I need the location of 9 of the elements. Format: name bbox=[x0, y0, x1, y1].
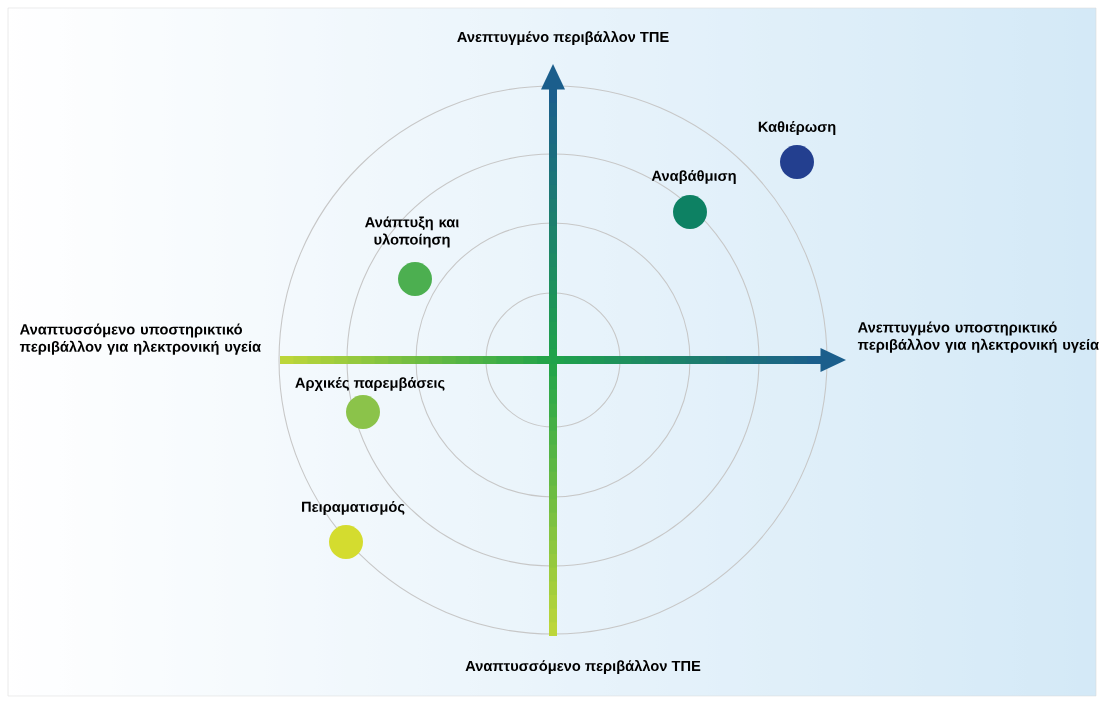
axis-label: Αναπτυσσόμενο υποστηρικτικό περιβάλλον για ηλεκτρονική υγεία bbox=[19, 323, 261, 355]
stage-label: Αναβάθμιση bbox=[651, 170, 736, 184]
stage-label: Πειραματισμός bbox=[302, 501, 405, 515]
stage-label: Ανάπτυξη και υλοποίηση bbox=[365, 216, 459, 248]
axis-label: Ανεπτυγμένο υποστηρικτικό περιβάλλον για ηλεκτρονική υγεία bbox=[857, 321, 1099, 353]
stage-label: Αρχικές παρεμβάσεις bbox=[295, 377, 445, 391]
axis-label: Αναπτυσσόμενο περιβάλλον ΤΠΕ bbox=[465, 660, 701, 674]
axis-label: Ανεπτυγμένο περιβάλλον ΤΠΕ bbox=[457, 31, 669, 45]
stage-label: Καθιέρωση bbox=[758, 121, 836, 135]
